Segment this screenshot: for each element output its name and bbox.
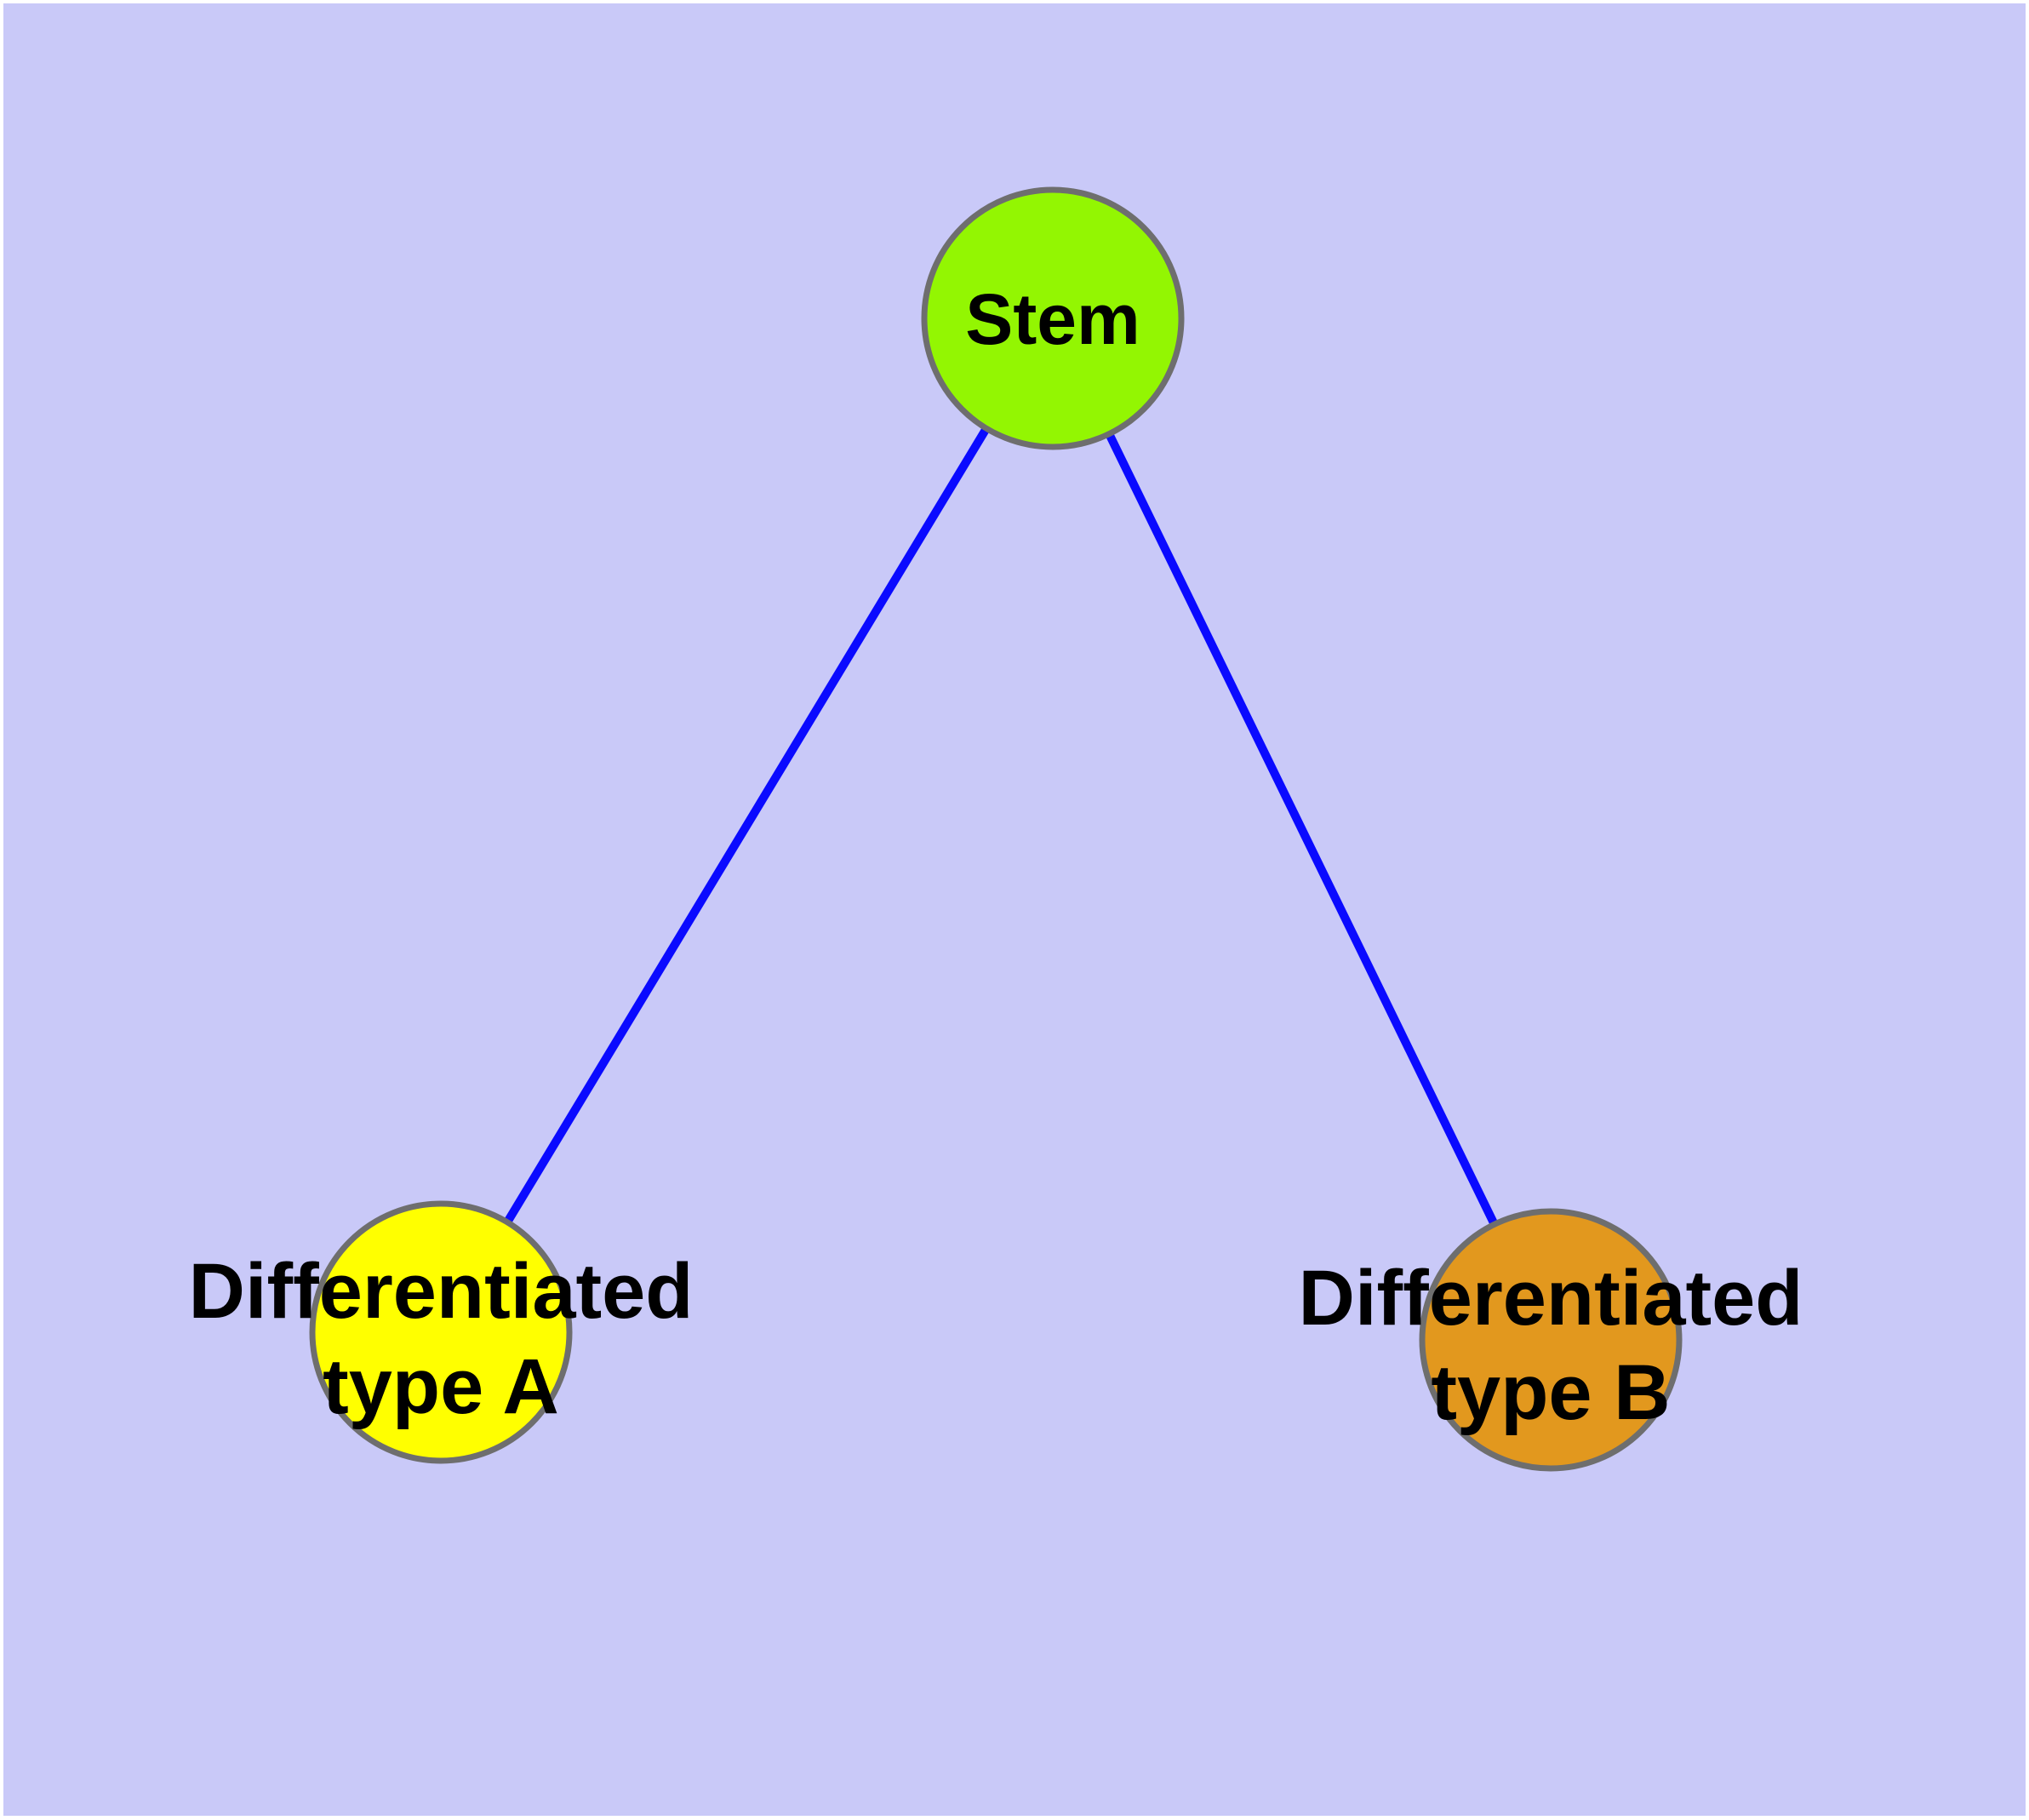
node-type-a-label-line2: type A	[323, 1343, 559, 1430]
node-stem[interactable]	[921, 186, 1185, 450]
node-type-a-label-line1: Differentiated	[189, 1248, 694, 1335]
node-differentiated-type-a[interactable]	[309, 1200, 573, 1464]
node-stem-label: Stem	[965, 279, 1140, 359]
node-differentiated-type-b[interactable]	[1419, 1208, 1683, 1472]
edge-stem-to-type-b[interactable]	[1049, 316, 1555, 1342]
node-type-b-label-line2: type B	[1431, 1349, 1670, 1436]
node-type-b-label-line1: Differentiated	[1299, 1255, 1803, 1342]
edge-stem-to-type-a[interactable]	[437, 316, 1057, 1335]
